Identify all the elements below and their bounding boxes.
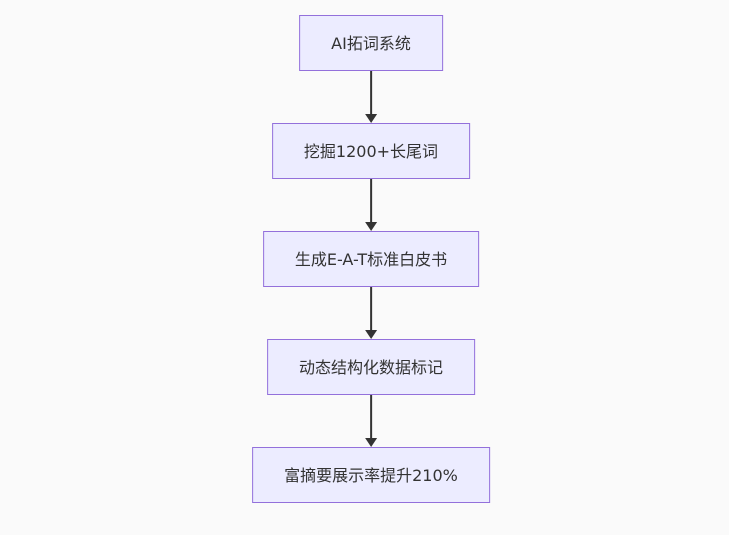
arrow-line [370,71,372,114]
arrow-line [370,179,372,222]
flow-node-label: AI拓词系统 [331,33,411,53]
flow-node-label: 动态结构化数据标记 [298,357,443,377]
arrow-line [370,395,372,438]
arrow-line [370,287,372,330]
flow-node-ai-expansion: AI拓词系统 [299,15,443,71]
flow-arrow [365,71,377,123]
arrow-head-icon [365,222,377,231]
arrow-head-icon [365,114,377,123]
flow-arrow [365,395,377,447]
flow-node-label: 挖掘1200+长尾词 [303,141,439,161]
flow-node-structured-data: 动态结构化数据标记 [266,339,475,395]
flow-node-label: 富摘要展示率提升210% [284,465,458,485]
flow-node-rich-snippet-rate: 富摘要展示率提升210% [252,447,490,503]
flow-arrow [365,287,377,339]
flow-node-eat-whitepaper: 生成E-A-T标准白皮书 [262,231,480,287]
flowchart: AI拓词系统 挖掘1200+长尾词 生成E-A-T标准白皮书 动态结构化数据标记… [252,15,490,503]
flow-arrow [365,179,377,231]
arrow-head-icon [365,330,377,339]
flow-node-longtail-keywords: 挖掘1200+长尾词 [271,123,471,179]
flow-node-label: 生成E-A-T标准白皮书 [294,249,448,269]
arrow-head-icon [365,438,377,447]
